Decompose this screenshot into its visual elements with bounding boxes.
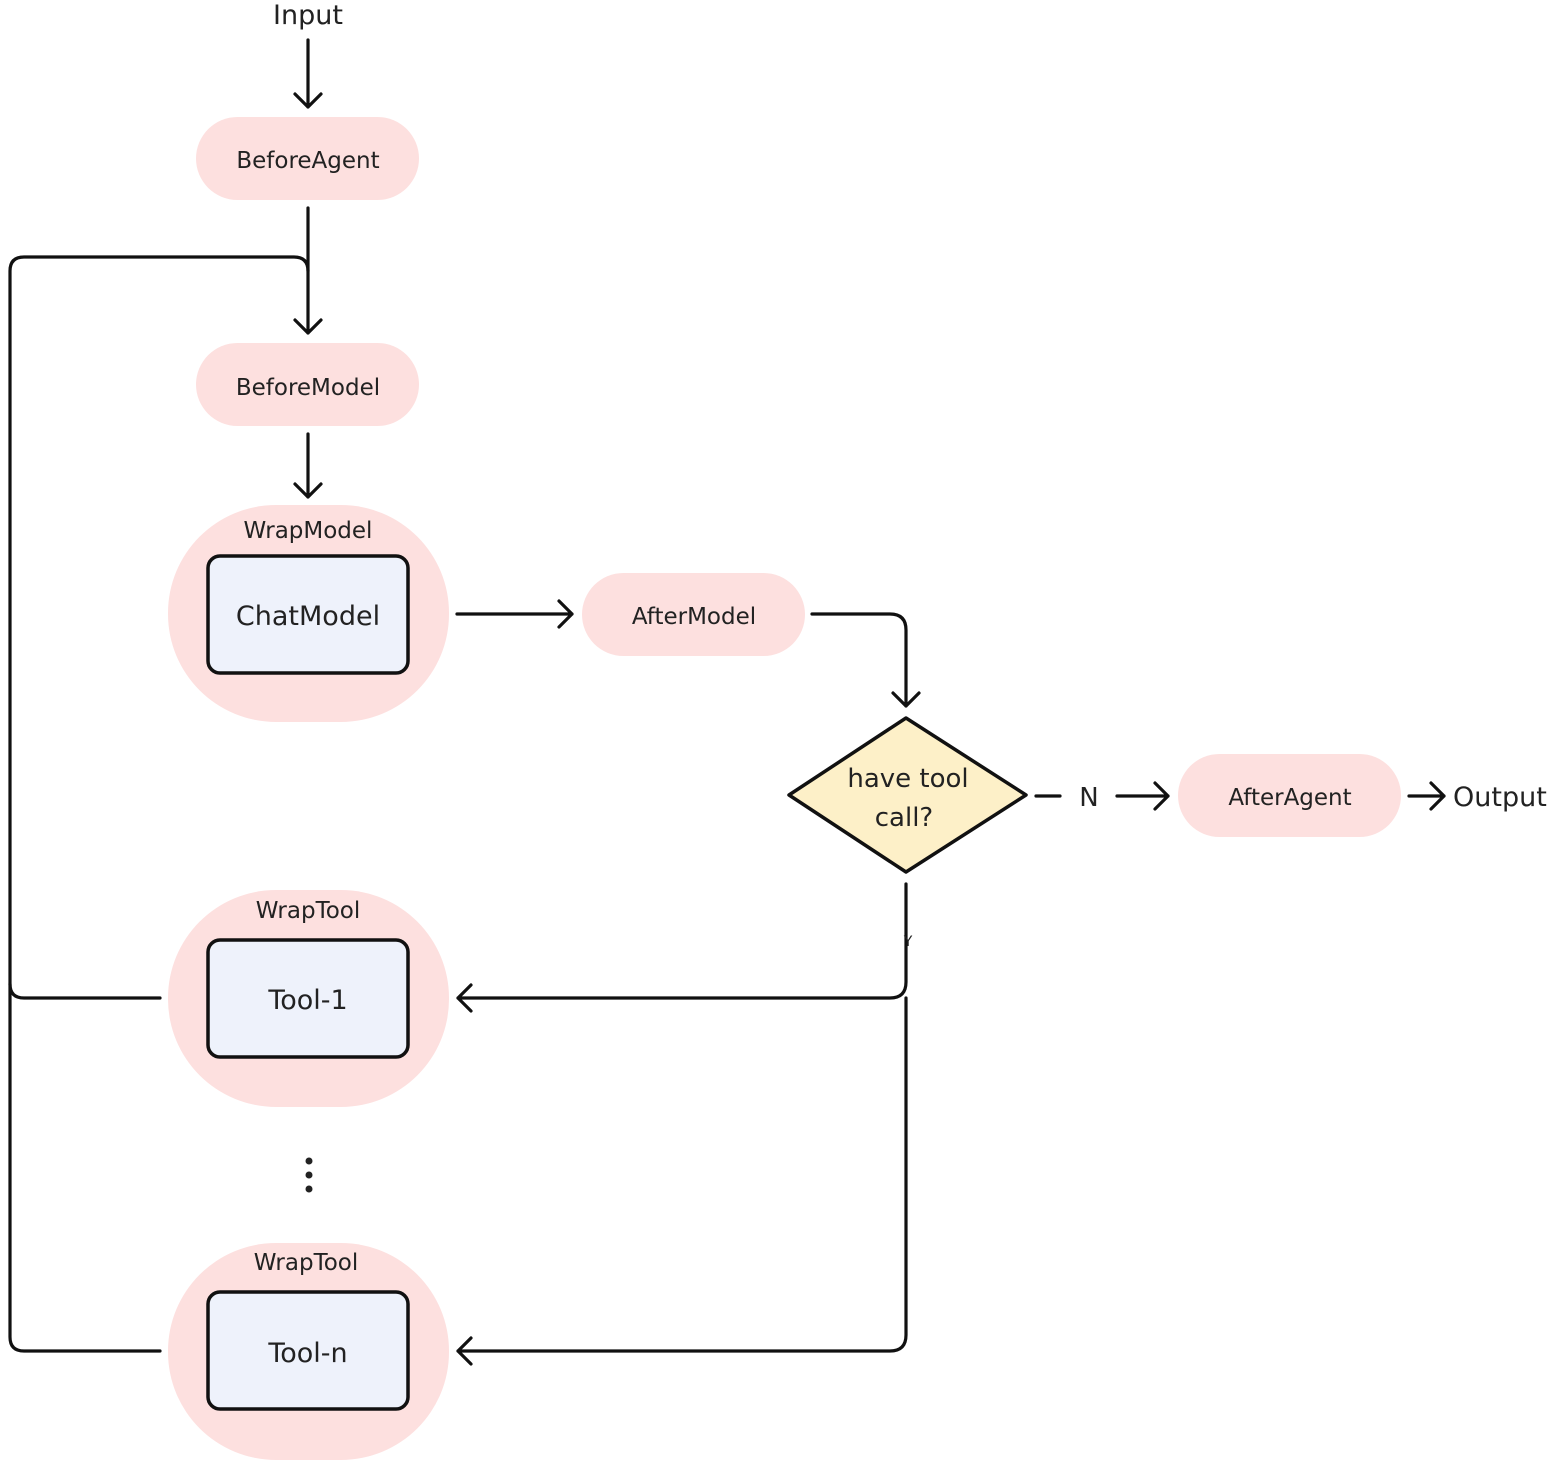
chat-model-box [206,554,410,675]
decision-diamond [787,716,1028,874]
wrap-tool-1-node: WrapTool Tool-1 [168,890,449,1107]
edge-after-model-to-decision [810,612,921,708]
decision-line-1: have tool [847,764,968,794]
before-model-node: BeforeModel [196,343,419,426]
tool-call-decision-node: have tool call? [787,716,1028,874]
chat-model-label: ChatModel [236,601,380,632]
before-model-label: BeforeModel [236,375,380,401]
after-agent-node: AfterAgent [1178,754,1401,837]
before-model-pill [196,343,419,426]
wrap-tool-1-label: WrapTool [256,898,361,924]
after-agent-label: AfterAgent [1228,785,1351,811]
edge-input-to-before-agent [293,38,323,109]
wrap-tool-n-node: WrapTool Tool-n [168,1243,449,1460]
wrap-model-label: WrapModel [244,518,373,544]
before-agent-label: BeforeAgent [236,148,379,174]
before-agent-pill [196,117,419,200]
ellipsis-dot-1 [305,1157,313,1165]
tool-1-box [206,938,410,1059]
tool-1-label: Tool-1 [267,985,347,1016]
edge-after-agent-to-output [1407,781,1446,811]
after-agent-pill [1178,754,1401,837]
edge-decision-yes-to-tool-1 [456,882,908,1013]
edges [8,38,1446,1366]
edge-tool-n-loop-back [8,982,162,1353]
edge-decision-yes-to-tool-n [456,996,908,1366]
input-label: Input [273,0,343,31]
edge-tool-1-loop-back [8,255,310,1000]
vertical-ellipsis-icon [305,1157,313,1193]
edge-before-model-to-wrap-model [293,432,323,499]
after-model-pill [582,573,805,656]
output-label: Output [1453,782,1547,813]
decision-yes-label: Y [903,934,913,950]
wrap-model-node: WrapModel ChatModel [168,505,449,722]
decision-line-2: call? [875,803,933,833]
after-model-label: AfterModel [632,604,756,630]
after-model-node: AfterModel [582,573,805,656]
ellipsis-dot-3 [305,1185,313,1193]
edge-decision-no-to-after-agent [1115,781,1170,811]
edge-wrap-model-to-after-model [455,599,574,629]
before-agent-node: BeforeAgent [196,117,419,200]
ellipsis-dot-2 [305,1171,313,1179]
tool-n-label: Tool-n [267,1338,347,1369]
wrap-tool-n-label: WrapTool [254,1250,359,1276]
decision-no-label: N [1079,783,1098,813]
tool-n-box [206,1290,410,1411]
